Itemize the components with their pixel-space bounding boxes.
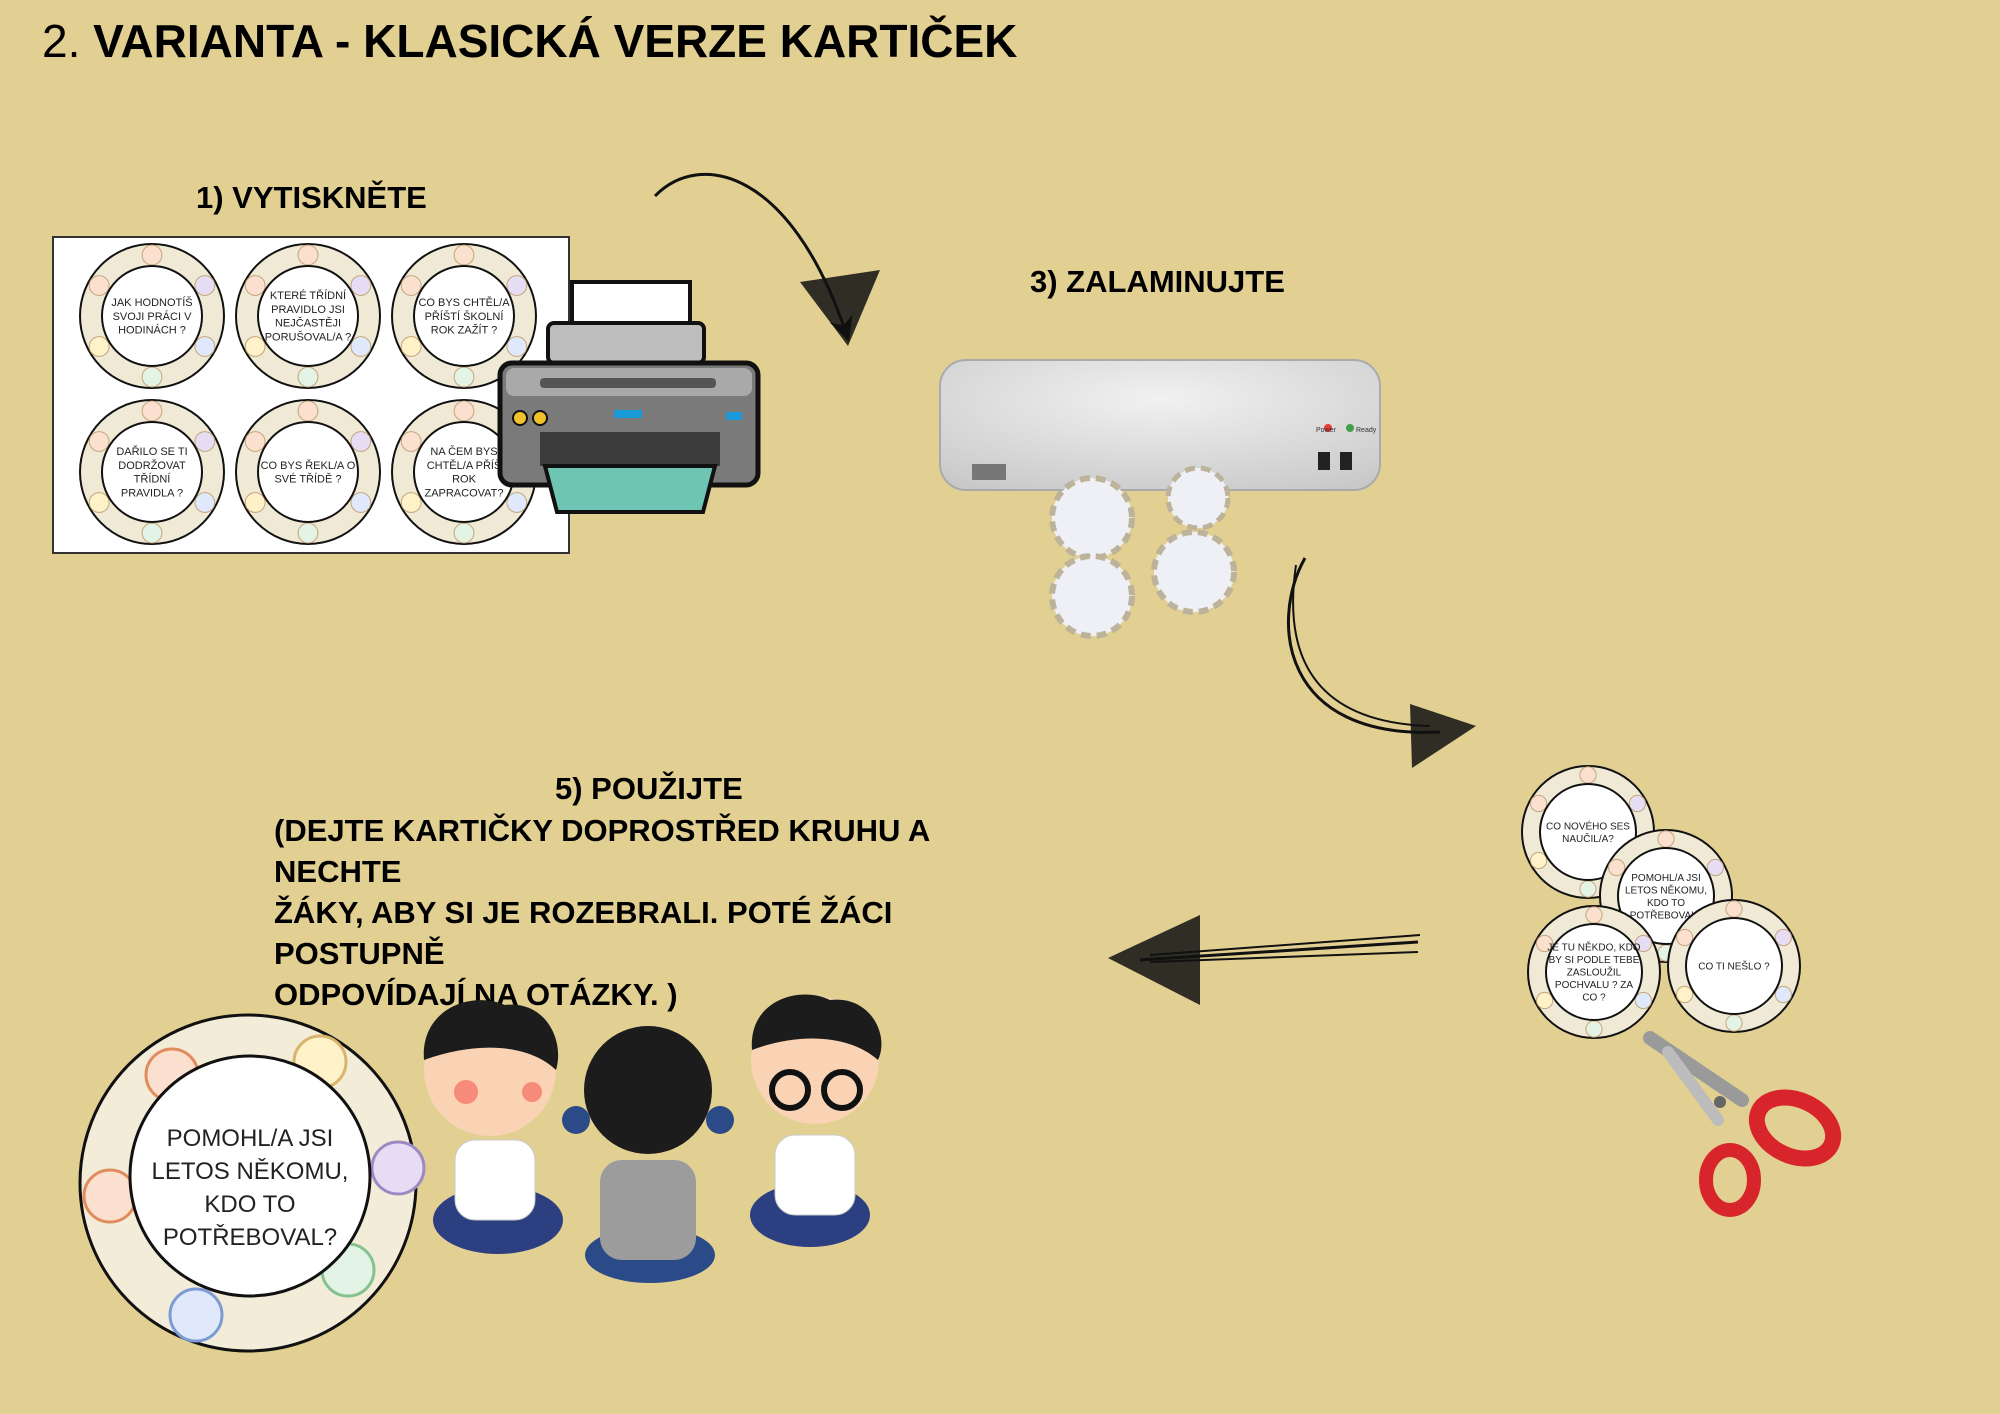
card-question-line: JE TU NĚKDO, KDO — [1547, 941, 1640, 954]
title-text: VARIANTA - KLASICKÁ VERZE KARTIČEK — [93, 15, 1018, 67]
arrow-icon — [1287, 557, 1476, 768]
card-question-line: JAK HODNOTÍŠ — [111, 296, 192, 309]
laminator-power-label: Power — [1316, 427, 1337, 434]
card-question-line: NEJČASTĚJI — [275, 317, 341, 330]
card-question-line: SVOJI PRÁCI V — [113, 310, 193, 323]
card-question-line: POMOHL/A JSI — [1631, 873, 1700, 884]
page-title: 2. VARIANTA - KLASICKÁ VERZE KARTIČEK — [42, 14, 1017, 68]
card-question-line: PRAVIDLA ? — [121, 487, 183, 499]
card-question-line: CO NOVÉHO SES — [1546, 819, 1630, 832]
instruction-line: ŽÁKY, ABY SI JE ROZEBRALI. POTÉ ŽÁCI POS… — [274, 895, 893, 971]
arrow-icon — [1108, 915, 1421, 1005]
card-question-line: ROK — [452, 474, 477, 486]
card-question-line: TŘÍDNÍ — [134, 473, 172, 486]
step-print-label: 1) VYTISKNĚTE — [196, 180, 427, 215]
printer-icon — [497, 280, 761, 514]
card-question-line: NA ČEM BYS — [430, 445, 497, 458]
card-question-line: NAUČIL/A? — [1562, 832, 1614, 845]
instruction-line: (DEJTE KARTIČKY DOPROSTŘED KRUHU A NECHT… — [274, 813, 930, 889]
big-card-question-line: LETOS NĚKOMU, — [152, 1158, 349, 1185]
laminator-icon: Power Ready — [939, 359, 1381, 639]
laminator-ready-label: Ready — [1356, 427, 1377, 434]
card-question-line: ROK ZAŽÍT ? — [431, 324, 497, 337]
arrow-icon — [653, 172, 880, 346]
laminated-cards — [1049, 465, 1237, 639]
big-card-question-line: POTŘEBOVAL? — [163, 1224, 337, 1251]
card-question-line: CHTĚL/A PŘÍŠ — [427, 459, 502, 472]
card-question-line: POCHVALU ? ZA — [1555, 980, 1633, 991]
card-question-line: CO TI NEŠLO ? — [1698, 960, 1770, 973]
scissors-icon — [1643, 1031, 1842, 1217]
card-question-line: PORUŠOVAL/A ? — [265, 330, 352, 343]
card-question-line: PŘÍŠTÍ ŠKOLNÍ — [425, 310, 505, 323]
question-card: CO TI NEŠLO ? — [1667, 899, 1801, 1033]
card-question-line: LETOS NĚKOMU, — [1625, 883, 1707, 896]
card-question-line: KDO TO — [1647, 898, 1685, 909]
big-card: POMOHL/A JSI LETOS NĚKOMU, KDO TO POTŘEBOVA… — [78, 1013, 426, 1353]
card-question-line: PRAVIDLO JSI — [271, 304, 345, 316]
card-question-line: CO BYS CHTĚL/A — [418, 296, 510, 309]
kids-illustration — [423, 994, 882, 1283]
card-question-line: CO BYS ŘEKL/A O — [261, 459, 356, 472]
big-card-question-line: KDO TO — [204, 1191, 295, 1218]
card-question-line: POTŘEBOVAL? — [1630, 908, 1703, 921]
card-question-line: SVÉ TŘÍDĚ ? — [274, 473, 341, 486]
card-question-line: CO ? — [1582, 993, 1606, 1004]
big-card-question-line: POMOHL/A JSI — [167, 1125, 334, 1152]
card-question-line: BY SI PODLE TEBE — [1549, 955, 1640, 966]
question-card: KTERÉ TŘÍDNÍ PRAVIDLO JSINEJČASTĚJIPORUŠO… — [235, 243, 381, 389]
card-question-line: KTERÉ TŘÍDNÍ — [270, 289, 347, 302]
card-question-line: ZAPRACOVAT? — [424, 487, 503, 499]
title-number: 2. — [42, 15, 81, 67]
card-question-line: DAŘILO SE TI — [116, 445, 187, 458]
card-question-line: DODRŽOVAT — [118, 459, 186, 472]
card-question-line: ZASLOUŽIL — [1567, 966, 1622, 979]
card-question-line: HODINÁCH ? — [118, 324, 186, 337]
step-use-label: 5) POUŽIJTE — [555, 771, 743, 806]
step-laminate-label: 3) ZALAMINUJTE — [1030, 264, 1285, 299]
